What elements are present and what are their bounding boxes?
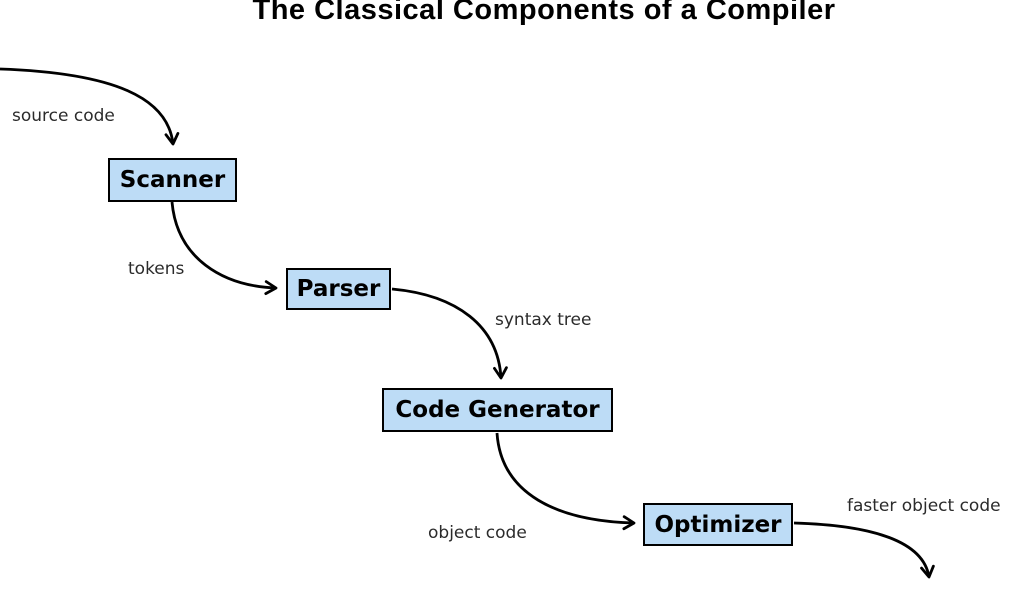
node-optimizer: Optimizer (643, 503, 793, 546)
edge-label-object-code: object code (428, 523, 527, 543)
diagram-title: The Classical Components of a Compiler (252, 0, 836, 26)
edge-source-code-to-scanner (0, 67, 180, 146)
edge-optimizer-to-output (793, 521, 935, 579)
edge-parser-to-code-generator (391, 287, 508, 380)
edge-label-tokens: tokens (128, 259, 185, 279)
node-parser: Parser (286, 268, 391, 310)
edge-code-generator-to-optimizer (495, 432, 636, 531)
edge-scanner-to-parser (170, 201, 278, 296)
node-code-generator: Code Generator (382, 388, 613, 432)
edge-label-source-code: source code (12, 106, 115, 126)
edge-label-faster-object-code: faster object code (847, 496, 1001, 516)
node-scanner: Scanner (108, 158, 237, 202)
edge-label-syntax-tree: syntax tree (495, 310, 592, 330)
